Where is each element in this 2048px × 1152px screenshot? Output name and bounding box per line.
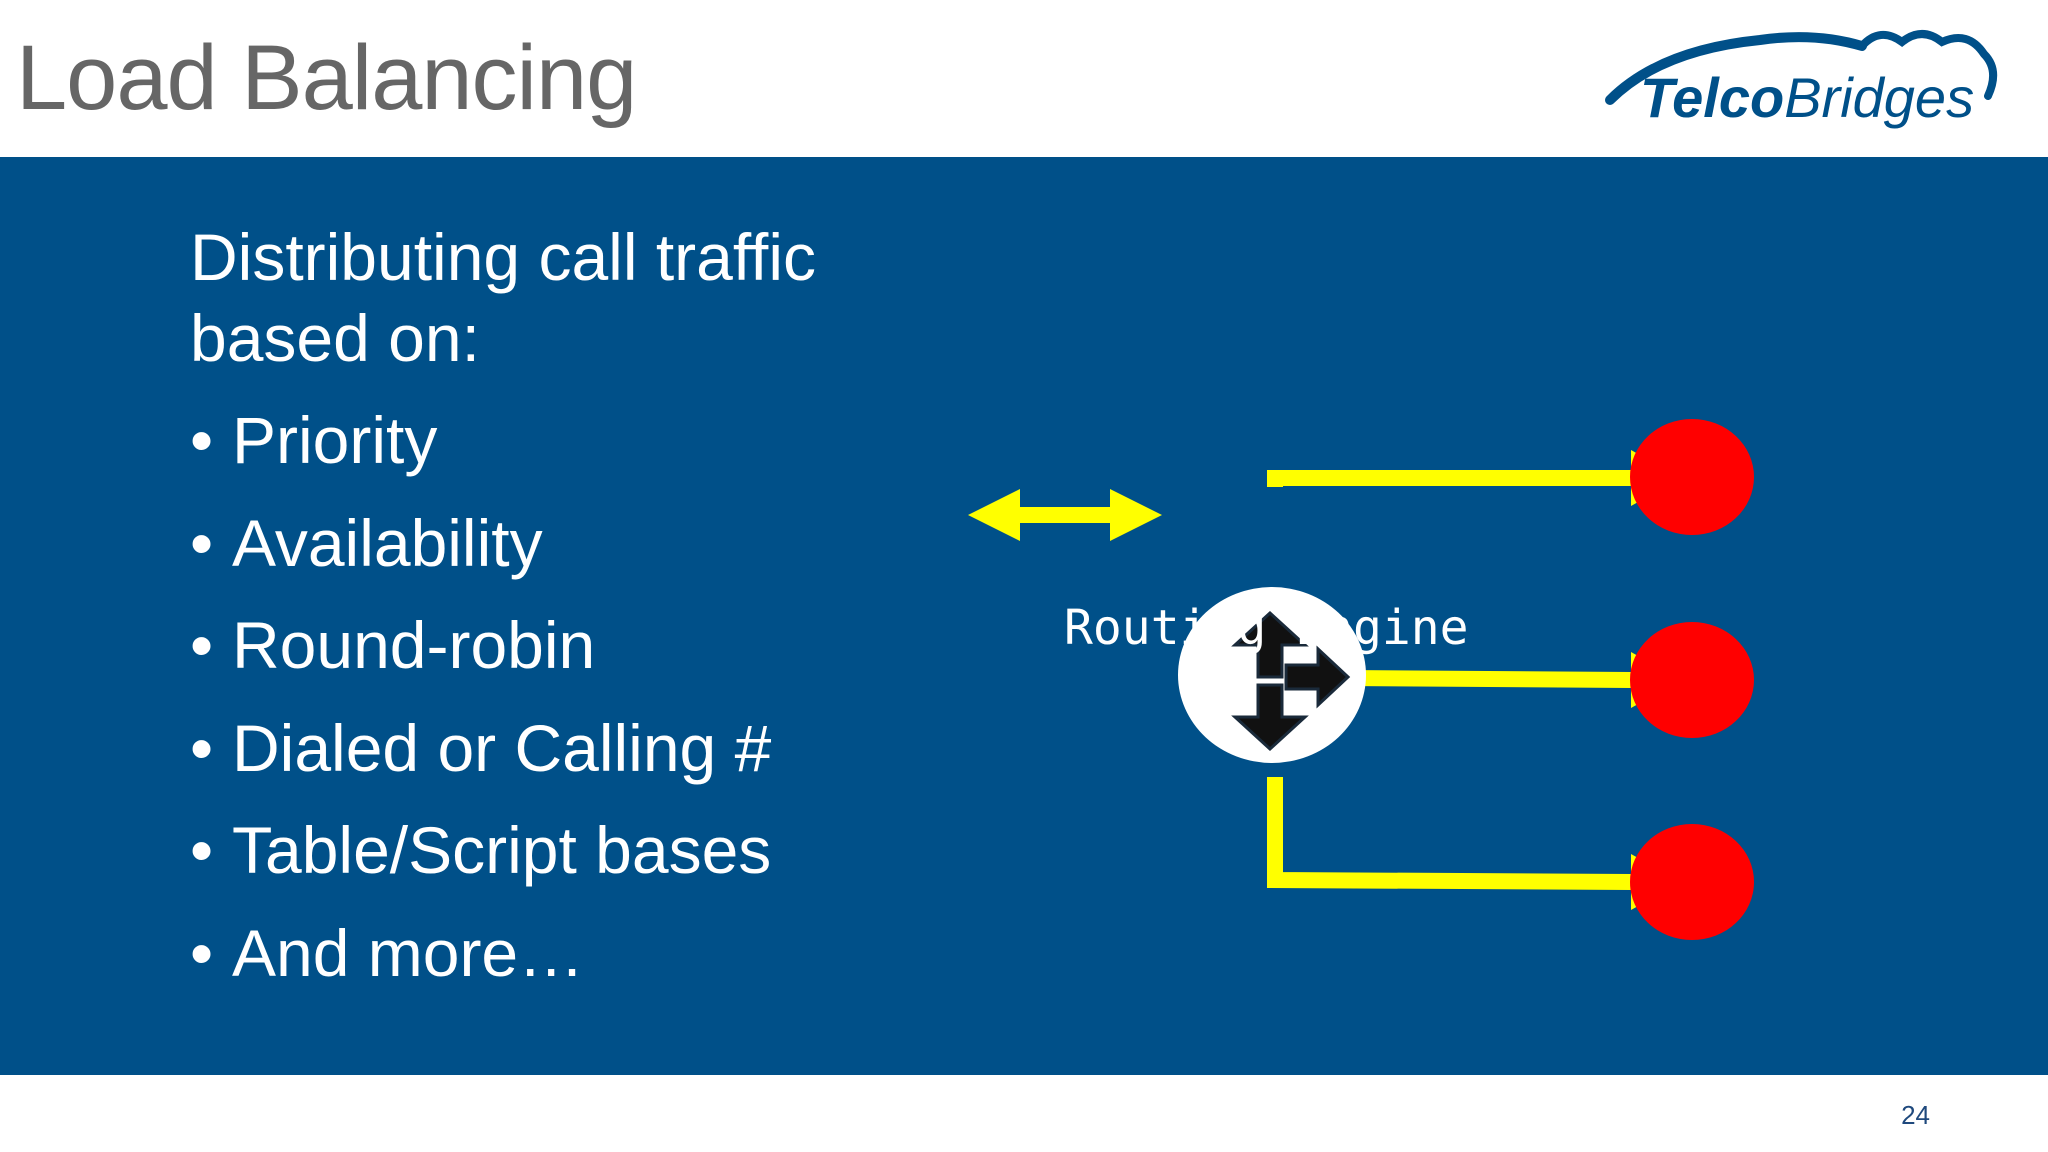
svg-text:TelcoBridges: TelcoBridges bbox=[1640, 66, 1974, 129]
bullet-item: •Round-robin bbox=[190, 605, 950, 686]
bullet-item: •Priority bbox=[190, 400, 950, 481]
bullet-item: •And more… bbox=[190, 913, 950, 994]
destination-nodes bbox=[1630, 419, 1754, 940]
bullet-item: •Availability bbox=[190, 503, 950, 584]
telcobridges-logo: TelcoBridges bbox=[1600, 22, 2000, 142]
bullet-marker: • bbox=[190, 608, 214, 683]
bullet-marker: • bbox=[190, 915, 214, 990]
bullet-item: •Table/Script bases bbox=[190, 810, 950, 891]
routing-diagram bbox=[968, 419, 1754, 940]
bullet-text: Priority bbox=[232, 403, 438, 478]
bullet-list: •Priority •Availability •Round-robin •Di… bbox=[190, 400, 950, 993]
bullet-text: Table/Script bases bbox=[232, 813, 772, 888]
bullet-marker: • bbox=[190, 505, 214, 580]
destination-node bbox=[1630, 419, 1754, 535]
slide-title: Load Balancing bbox=[16, 27, 637, 129]
content-panel: Distributing call traffic based on: •Pri… bbox=[0, 157, 2048, 1075]
routing-engine-icon bbox=[1178, 587, 1366, 763]
bullet-item: •Dialed or Calling # bbox=[190, 708, 950, 789]
bullet-text: Availability bbox=[232, 505, 543, 580]
routing-engine-label: Routing Engine bbox=[1064, 600, 1469, 656]
bullet-marker: • bbox=[190, 403, 214, 478]
lead-text: Distributing call traffic based on: bbox=[190, 220, 817, 375]
destination-node bbox=[1630, 622, 1754, 738]
page-number: 24 bbox=[1901, 1100, 1930, 1130]
routing-paths bbox=[1267, 470, 1632, 890]
bullet-text: Dialed or Calling # bbox=[232, 710, 772, 785]
bullet-marker: • bbox=[190, 710, 214, 785]
bullet-text: And more… bbox=[232, 915, 585, 990]
bullet-text: Round-robin bbox=[232, 608, 596, 683]
logo-part-bridges: Bridges bbox=[1784, 66, 1974, 129]
body-text: Distributing call traffic based on: •Pri… bbox=[190, 217, 950, 1015]
logo-part-telco: Telco bbox=[1640, 66, 1784, 129]
destination-node bbox=[1630, 824, 1754, 940]
bullet-marker: • bbox=[190, 813, 214, 888]
bidirectional-arrow bbox=[968, 489, 1162, 541]
